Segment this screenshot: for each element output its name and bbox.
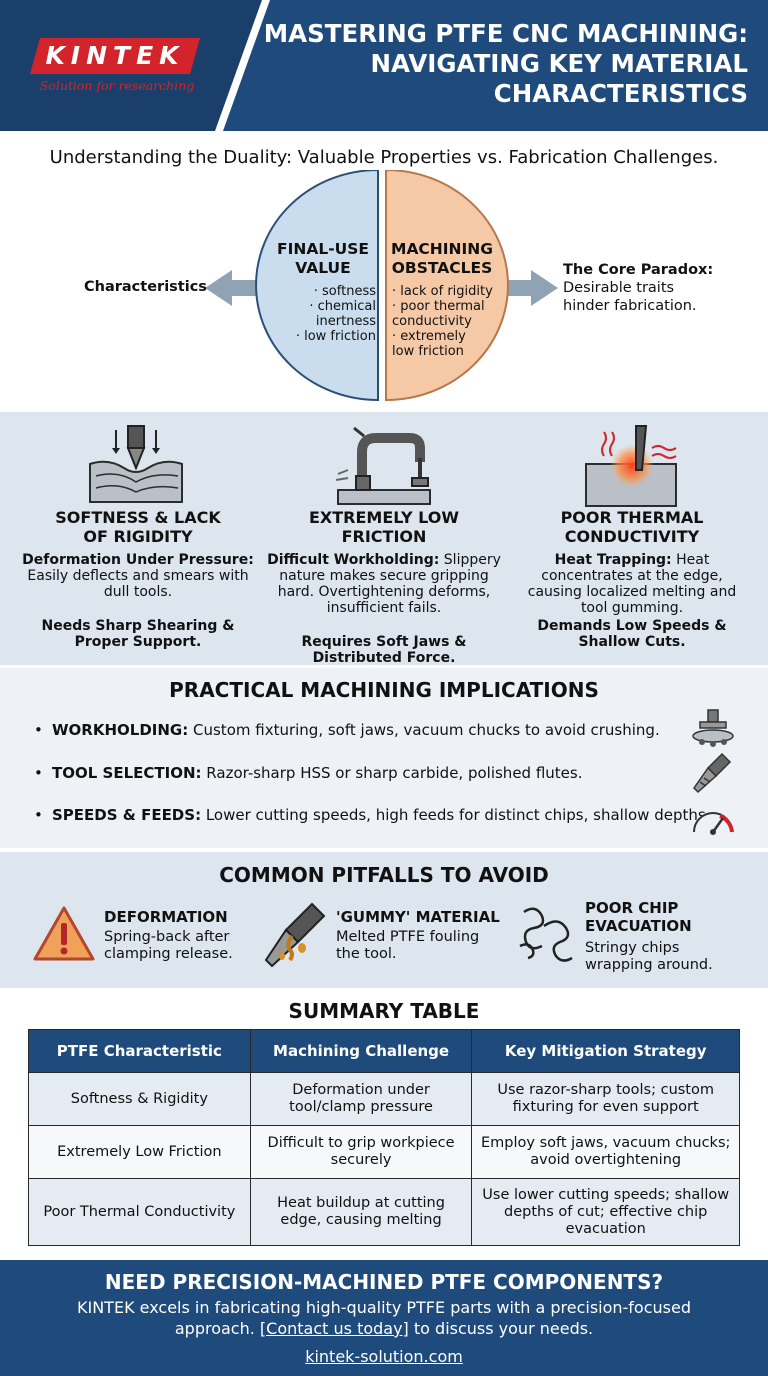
- table-cell: Softness & Rigidity: [28, 1072, 251, 1126]
- footer-text-after: to discuss your needs.: [413, 1319, 594, 1338]
- pitfall-gummy-title: 'GUMMY' MATERIAL: [336, 908, 500, 926]
- low-friction-body: Slippery nature makes secure gripping ha…: [277, 552, 501, 616]
- table-header-row: PTFE Characteristic Machining Challenge …: [28, 1029, 740, 1073]
- heat-tool-icon: [585, 425, 677, 507]
- implications-title: PRACTICAL MACHINING IMPLICATIONS: [169, 678, 599, 702]
- softness-lead: Deformation Under Pressure:: [22, 552, 254, 568]
- core-paradox-text: Desirable traits hinder fabrication.: [563, 280, 697, 314]
- low-friction-lead: Difficult Workholding:: [267, 552, 440, 568]
- thermal-title: POOR THERMAL CONDUCTIVITY: [560, 508, 704, 546]
- speeds-feeds-label: SPEEDS & FEEDS:: [52, 806, 202, 824]
- final-use-value-circle: [255, 170, 379, 402]
- table-cell: Difficult to grip workpiece securely: [249, 1125, 473, 1179]
- characteristics-label: Characteristics: [84, 279, 207, 295]
- clamp-icon: [335, 426, 431, 505]
- implication-tool-selection: •TOOL SELECTION: Razor-sharp HSS or shar…: [34, 764, 583, 782]
- softness-need: Needs Sharp Shearing & Proper Support.: [41, 618, 235, 650]
- pitfall-deformation-title: DEFORMATION: [104, 908, 228, 926]
- summary-title: SUMMARY TABLE: [288, 999, 480, 1023]
- workholding-text: Custom fixturing, soft jaws, vacuum chuc…: [193, 721, 660, 739]
- website-link[interactable]: kintek-solution.com: [305, 1347, 463, 1366]
- stringy-chips-icon: [519, 907, 573, 962]
- contact-us-link[interactable]: [Contact us today]: [259, 1319, 409, 1338]
- thermal-body: Heat concentrates at the edge, causing l…: [527, 552, 737, 616]
- footer-title: NEED PRECISION-MACHINED PTFE COMPONENTS?: [104, 1270, 664, 1294]
- list-item: · chemical: [309, 299, 376, 314]
- warning-icon: [33, 906, 95, 961]
- pitfall-deformation-text: Spring-back after clamping release.: [104, 929, 233, 962]
- list-item: · softness: [313, 284, 376, 299]
- table-row: Extremely Low Friction Difficult to grip…: [28, 1125, 740, 1179]
- left-arrow-icon: [205, 270, 258, 306]
- thermal-need: Demands Low Speeds & Shallow Cuts.: [537, 618, 727, 650]
- table-cell: Employ soft jaws, vacuum chucks; avoid o…: [471, 1125, 740, 1179]
- brand-tagline: Solution for researching: [39, 78, 195, 93]
- table-cell: Deformation under tool/clamp pressure: [249, 1072, 473, 1126]
- footer-cta: [0, 1260, 768, 1376]
- final-use-value-title: FINAL-USE VALUE: [277, 240, 369, 277]
- tool-selection-label: TOOL SELECTION:: [52, 764, 202, 782]
- duality-subtitle: Understanding the Duality: Valuable Prop…: [49, 147, 719, 168]
- header-banner: KINTEK Solution for researching MASTERIN…: [0, 0, 768, 131]
- table-header: PTFE Characteristic: [28, 1029, 251, 1073]
- drill-deformation-icon: [89, 425, 183, 503]
- pitfalls-section: [0, 852, 768, 988]
- right-arrow-icon: [505, 270, 558, 306]
- table-row: Softness & Rigidity Deformation under to…: [28, 1072, 740, 1126]
- low-friction-need: Requires Soft Jaws & Distributed Force.: [301, 634, 467, 666]
- logo-badge-shape: [30, 38, 200, 74]
- softness-title: SOFTNESS & LACK OF RIGIDITY: [55, 508, 221, 546]
- pitfalls-title: COMMON PITFALLS TO AVOID: [219, 863, 549, 887]
- end-mill-icon: [693, 752, 732, 794]
- implication-speeds-feeds: •SPEEDS & FEEDS: Lower cutting speeds, h…: [34, 806, 711, 824]
- softness-description: Deformation Under Pressure: Easily defle…: [20, 552, 256, 600]
- list-item: · lack of rigidity: [392, 284, 493, 299]
- machining-obstacles-circle: [385, 170, 509, 402]
- tool-selection-text: Razor-sharp HSS or sharp carbide, polish…: [206, 764, 583, 782]
- pitfall-chip-title: POOR CHIP EVACUATION: [585, 899, 692, 935]
- list-item: inertness: [315, 314, 376, 329]
- softness-body: Easily deflects and smears with dull too…: [27, 568, 249, 600]
- duality-diagram: [205, 170, 558, 402]
- core-paradox-title: The Core Paradox:: [563, 262, 714, 278]
- table-header: Machining Challenge: [249, 1029, 473, 1073]
- implication-workholding: •WORKHOLDING: Custom fixturing, soft jaw…: [34, 721, 660, 739]
- list-item: conductivity: [392, 314, 472, 329]
- gummy-drill-icon: [264, 902, 326, 968]
- table-cell: Poor Thermal Conductivity: [28, 1178, 251, 1246]
- thermal-lead: Heat Trapping:: [554, 552, 672, 568]
- low-friction-title: EXTREMELY LOW FRICTION: [308, 508, 459, 546]
- machining-obstacles-title: MACHINING OBSTACLES: [391, 240, 493, 277]
- footer-text: KINTEK excels in fabricating high-qualit…: [40, 1297, 728, 1339]
- challenges-section: SOFTNESS & LACK OF RIGIDITY Deformation …: [0, 412, 768, 666]
- implications-section: [0, 668, 768, 848]
- page-title: MASTERING PTFE CNC MACHINING: NAVIGATING…: [263, 19, 748, 108]
- list-item: · low friction: [295, 329, 376, 344]
- workholding-label: WORKHOLDING:: [52, 721, 189, 739]
- low-friction-description: Difficult Workholding: Slippery nature m…: [266, 552, 502, 616]
- final-use-value-list: · softness · chemical inertness · low fr…: [270, 284, 376, 344]
- speed-gauge-icon: [693, 812, 734, 835]
- brand-logo[interactable]: KINTEK: [45, 41, 185, 70]
- table-cell: Use lower cutting speeds; shallow depths…: [471, 1178, 740, 1246]
- table-header: Key Mitigation Strategy: [471, 1029, 740, 1073]
- speeds-feeds-text: Lower cutting speeds, high feeds for dis…: [205, 806, 711, 824]
- pitfall-gummy-text: Melted PTFE fouling the tool.: [336, 929, 480, 962]
- list-item: low friction: [392, 344, 464, 359]
- list-item: · extremely: [392, 329, 466, 344]
- summary-table: PTFE Characteristic Machining Challenge …: [28, 1029, 740, 1246]
- list-item: · poor thermal: [392, 299, 485, 314]
- table-cell: Heat buildup at cutting edge, causing me…: [249, 1178, 473, 1246]
- pitfall-chip-text: Stringy chips wrapping around.: [585, 940, 713, 973]
- footer-text-before: KINTEK excels in fabricating high-qualit…: [77, 1298, 691, 1338]
- table-cell: Use razor-sharp tools; custom fixturing …: [471, 1072, 740, 1126]
- machining-obstacles-list: · lack of rigidity · poor thermal conduc…: [392, 284, 504, 359]
- table-cell: Extremely Low Friction: [28, 1125, 251, 1179]
- vacuum-chuck-icon: [692, 709, 734, 747]
- thermal-description: Heat Trapping: Heat concentrates at the …: [514, 552, 750, 616]
- table-row: Poor Thermal Conductivity Heat buildup a…: [28, 1178, 740, 1246]
